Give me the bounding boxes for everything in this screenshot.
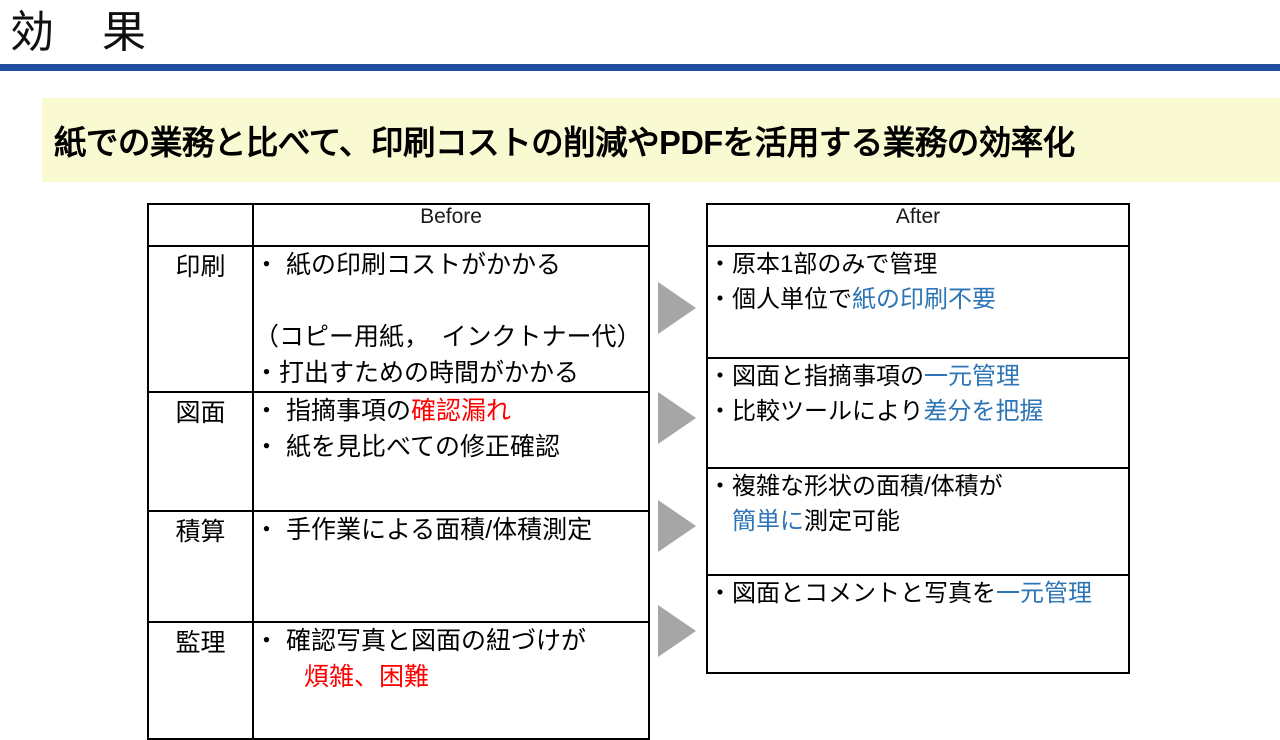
bullet-line: ・原本1部のみで管理 [708,247,1128,282]
page-title: 効 果 [10,8,148,57]
emphasis-text: 紙の印刷不要 [852,286,996,313]
after-cell: ・図面とコメントと写真を一元管理 [706,574,1130,674]
body-text: 比較ツールにより [732,398,924,425]
arrow-right-icon-supervision [658,605,696,657]
emphasis-text: 一元管理 [924,363,1020,390]
bullet-line: （コピー用紙， インクトナー代） [254,283,648,355]
body-text: 確認写真と図面の紐づけが [285,627,586,655]
arrow-right-icon-printing [658,282,696,334]
bullet-line: ・図面とコメントと写真を一元管理 [708,576,1128,611]
bullet-marker: ・ [708,363,732,390]
bullet-marker: ・ [708,398,732,425]
body-text: 図面とコメントと写真を [732,580,996,607]
after-cell: ・図面と指摘事項の一元管理・比較ツールにより差分を把握 [706,357,1130,469]
body-text: 紙を見比べての修正確認 [285,433,560,461]
bullet-marker: ・ [708,251,732,278]
after-table: After・原本1部のみで管理・個人単位で紙の印刷不要・図面と指摘事項の一元管理… [706,203,1130,674]
bullet-marker: ・ [708,286,732,313]
emphasis-text: 差分を把握 [923,398,1044,425]
table-header-row: Before [147,203,650,247]
bullet-marker [708,508,732,535]
bullet-marker [254,287,279,315]
bullet-marker: ・ [254,516,286,544]
bullet-line: ・比較ツールにより差分を把握 [708,394,1128,429]
body-text: 打出すための時間がかかる [279,359,580,387]
body-text: 原本1部のみで管理 [732,251,938,278]
before-cell: ・ 指摘事項の確認漏れ・ 紙を見比べての修正確認 [252,391,650,512]
table-row: ・原本1部のみで管理・個人単位で紙の印刷不要 [706,245,1130,359]
body-text: 複雑な形状の面積/体積が [732,473,1003,500]
table-row: ・図面と指摘事項の一元管理・比較ツールにより差分を把握 [706,357,1130,469]
bullet-line: 煩雑、困難 [254,659,648,695]
body-text: 紙の印刷コストがかかる [285,251,561,279]
arrow-right-icon-estimation [658,500,696,552]
bullet-line: ・ 紙の印刷コストがかかる [254,247,648,283]
body-text: 手作業による面積/体積測定 [285,516,593,544]
table-header-row: After [706,203,1130,247]
arrow-right-icon-drawing [658,392,696,444]
table-row: 図面・ 指摘事項の確認漏れ・ 紙を見比べての修正確認 [147,391,650,512]
bullet-marker: ・ [254,627,286,655]
emphasis-text: 煩雑、困難 [304,663,430,691]
bullet-line: ・ 指摘事項の確認漏れ [254,393,648,429]
after-column-header: After [706,203,1130,247]
body-text: 個人単位で [732,286,852,313]
bullet-line: ・ 紙を見比べての修正確認 [254,429,648,465]
emphasis-text: 簡単に [732,508,804,535]
row-label-監理: 監理 [147,621,254,740]
table-row: 積算・ 手作業による面積/体積測定 [147,510,650,623]
bullet-line: 簡単に測定可能 [708,504,1128,539]
before-cell: ・ 手作業による面積/体積測定 [252,510,650,623]
bullet-marker: ・ [254,251,286,279]
body-text: 指摘事項の [285,397,411,425]
body-text: 測定可能 [804,508,900,535]
bullet-line: ・図面と指摘事項の一元管理 [708,359,1128,394]
row-label-図面: 図面 [147,391,254,512]
bullet-marker: ・ [254,359,280,387]
row-label-積算: 積算 [147,510,254,623]
before-cell: ・ 確認写真と図面の紐づけが 煩雑、困難 [252,621,650,740]
bullet-marker: ・ [708,473,732,500]
bullet-marker: ・ [708,580,732,607]
headline-text: 紙での業務と比べて、印刷コストの削減やPDFを活用する業務の効率化 [53,124,1075,161]
before-cell: ・ 紙の印刷コストがかかる （コピー用紙， インクトナー代）・打出すための時間が… [252,245,650,393]
table-row: 監理・ 確認写真と図面の紐づけが 煩雑、困難 [147,621,650,740]
body-text: （コピー用紙， インクトナー代） [254,323,642,351]
headline-banner: 紙での業務と比べて、印刷コストの削減やPDFを活用する業務の効率化 [42,98,1280,182]
emphasis-text: 確認漏れ [410,397,511,425]
bullet-line: ・個人単位で紙の印刷不要 [708,282,1128,317]
table-row: ・図面とコメントと写真を一元管理 [706,574,1130,674]
table-row: 印刷・ 紙の印刷コストがかかる （コピー用紙， インクトナー代）・打出すための時… [147,245,650,393]
bullet-marker [254,663,304,691]
bullet-line: ・ 確認写真と図面の紐づけが [254,623,648,659]
emphasis-text: 一元管理 [996,580,1092,607]
after-cell: ・複雑な形状の面積/体積が 簡単に測定可能 [706,467,1130,576]
row-label-印刷: 印刷 [147,245,254,393]
after-cell: ・原本1部のみで管理・個人単位で紙の印刷不要 [706,245,1130,359]
bullet-marker: ・ [254,433,286,461]
before-table-corner-cell [147,203,254,247]
bullet-line: ・打出すための時間がかかる [254,355,648,391]
table-row: ・複雑な形状の面積/体積が 簡単に測定可能 [706,467,1130,576]
bullet-marker: ・ [254,397,286,425]
body-text: 図面と指摘事項の [732,363,924,390]
bullet-line: ・複雑な形状の面積/体積が [708,469,1128,504]
before-column-header: Before [252,203,650,247]
title-divider [0,64,1280,71]
bullet-line: ・ 手作業による面積/体積測定 [254,512,648,548]
